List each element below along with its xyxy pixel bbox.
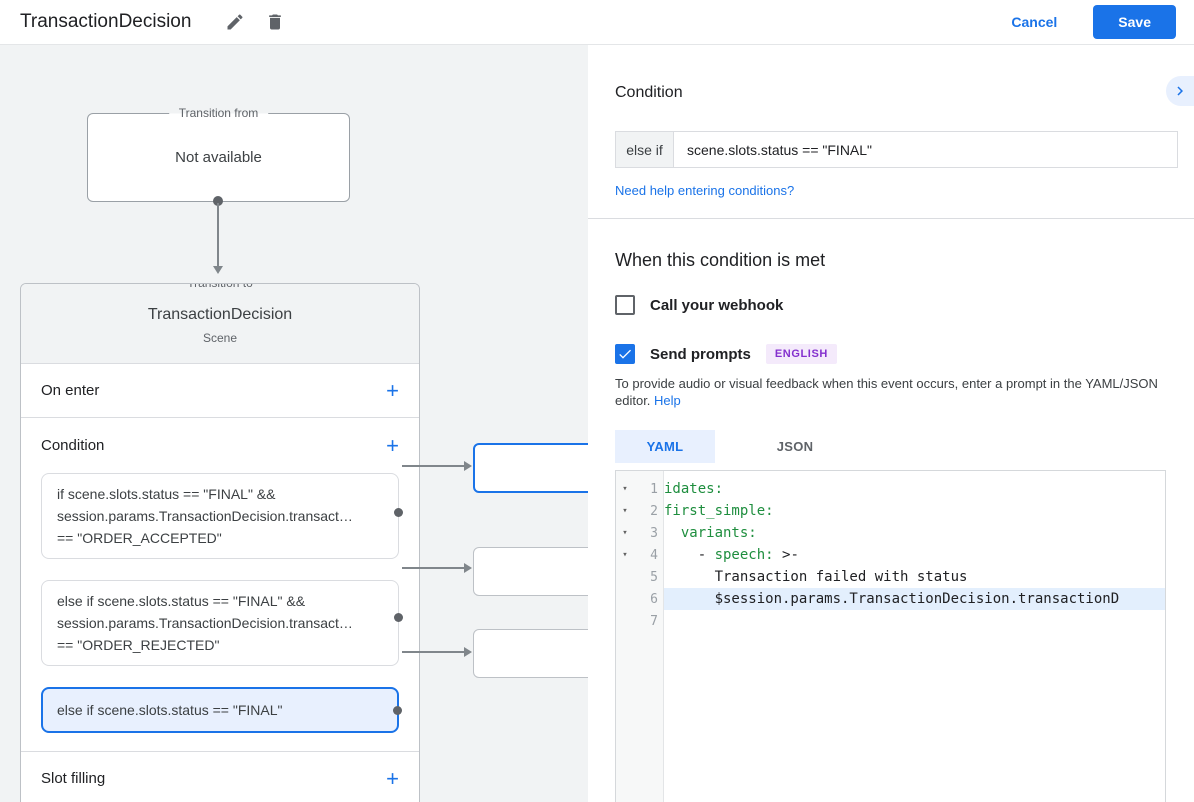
gutter-row: ▾4 <box>616 544 663 566</box>
send-prompts-checkbox[interactable] <box>615 344 635 364</box>
condition-editor-panel: Condition else if scene.slots.status == … <box>588 45 1194 802</box>
handler-node-1[interactable] <box>473 443 588 493</box>
condition-card-rejected[interactable]: else if scene.slots.status == "FINAL" &&… <box>41 580 403 666</box>
fold-arrow-icon[interactable]: ▾ <box>622 550 628 560</box>
code-line: $session.params.TransactionDecision.tran… <box>664 588 1165 610</box>
line-number: 2 <box>650 503 658 519</box>
gutter-row: 7 <box>616 610 663 632</box>
scene-subtitle: Scene <box>202 331 238 345</box>
code-line: variants: <box>680 525 757 541</box>
scene-header: TransactionDecision Scene <box>21 284 419 364</box>
editor-tabs: YAML JSON <box>615 430 845 463</box>
line-number: 6 <box>650 591 658 607</box>
gutter-row: 6 <box>616 588 663 610</box>
add-condition-button[interactable]: + <box>386 432 399 458</box>
slot-filling-label: Slot filling <box>41 770 106 787</box>
line-number: 1 <box>650 481 658 497</box>
condition-card-accepted[interactable]: if scene.slots.status == "FINAL" && sess… <box>41 473 403 559</box>
scene-title: TransactionDecision <box>147 306 293 323</box>
save-button[interactable]: Save <box>1093 5 1176 39</box>
when-condition-heading: When this condition is met <box>615 250 826 270</box>
handler-node-3[interactable] <box>473 629 588 678</box>
transition-to-legend: Transition to <box>177 284 263 292</box>
editor-code-area[interactable]: idates: first_simple: variants: - speech:… <box>664 471 1165 802</box>
condition-arrow-2 <box>402 563 472 573</box>
code-line: Transaction failed with status <box>664 569 968 585</box>
tab-json[interactable]: JSON <box>776 439 814 454</box>
condition-section: Condition + if scene.slots.status == "FI… <box>21 418 419 752</box>
chevron-right-icon <box>1177 86 1183 96</box>
gutter-row: 5 <box>616 566 663 588</box>
on-enter-label: On enter <box>41 382 100 399</box>
feedback-help-text: To provide audio or visual feedback when… <box>615 375 1181 409</box>
connector-dot <box>393 705 402 715</box>
cancel-button[interactable]: Cancel <box>1011 14 1058 30</box>
on-enter-section: On enter + <box>21 364 419 418</box>
code-line: idates: <box>664 481 724 497</box>
panel-heading: Condition <box>615 84 683 101</box>
transition-from-value: Not available <box>175 149 262 166</box>
condition-input[interactable]: scene.slots.status == "FINAL" <box>673 131 1178 168</box>
connector-dot <box>394 508 403 517</box>
condition-card-final-selected[interactable]: else if scene.slots.status == "FINAL" <box>41 687 402 733</box>
gutter-row: ▾2 <box>616 500 663 522</box>
fold-arrow-icon[interactable]: ▾ <box>622 484 628 494</box>
send-prompts-label: Send prompts <box>650 345 751 363</box>
line-number: 3 <box>650 525 658 541</box>
code-line <box>664 610 1165 632</box>
connector-dot <box>394 613 403 622</box>
panel-divider <box>588 218 1194 219</box>
fold-arrow-icon[interactable]: ▾ <box>622 506 628 516</box>
scene-diagram: Transition from Not available Transition… <box>0 45 588 802</box>
condition-arrow-1 <box>402 461 472 471</box>
send-prompts-row: Send prompts ENGLISH <box>615 344 837 364</box>
delete-button[interactable] <box>259 6 291 38</box>
connector-dot <box>213 196 223 206</box>
tab-yaml[interactable]: YAML <box>615 430 715 463</box>
edit-button[interactable] <box>219 6 251 38</box>
conditions-help-link[interactable]: Need help entering conditions? <box>615 183 795 198</box>
help-link[interactable]: Help <box>654 393 681 408</box>
connector-line <box>217 203 219 267</box>
webhook-label: Call your webhook <box>650 296 784 314</box>
transition-to-card: Transition to TransactionDecision Scene … <box>20 283 420 802</box>
condition-section-header: Condition + <box>21 418 419 473</box>
trash-icon <box>269 14 282 30</box>
condition-label: Condition <box>41 437 105 454</box>
gutter-row: ▾1 <box>616 478 663 500</box>
transition-from-legend: Transition from <box>168 105 269 122</box>
line-number: 7 <box>650 613 658 629</box>
add-slot-button[interactable]: + <box>386 765 399 791</box>
handler-node-2[interactable] <box>473 547 588 596</box>
connector-arrowhead <box>212 266 223 274</box>
slot-filling-header: Slot filling + <box>21 752 419 802</box>
transition-from-box: Transition from Not available <box>87 105 350 202</box>
code-line: - speech: >- <box>664 547 799 563</box>
code-line: first_simple: <box>664 503 774 519</box>
add-on-enter-button[interactable]: + <box>386 377 399 403</box>
line-number: 4 <box>650 547 658 563</box>
language-badge: ENGLISH <box>765 344 837 364</box>
condition-input-row: else if scene.slots.status == "FINAL" <box>615 131 1178 168</box>
line-number: 5 <box>650 569 658 585</box>
feedback-text-body: To provide audio or visual feedback when… <box>615 376 1158 408</box>
fold-arrow-icon[interactable]: ▾ <box>622 528 628 538</box>
page-title: TransactionDecision <box>20 11 192 32</box>
condition-arrow-3 <box>402 647 472 657</box>
slot-filling-section: Slot filling + Slot validation <box>21 752 419 802</box>
webhook-row: Call your webhook <box>615 295 783 315</box>
webhook-checkbox[interactable] <box>615 295 635 315</box>
collapse-panel-button[interactable] <box>1166 76 1194 106</box>
pencil-icon <box>227 14 243 30</box>
checkmark-icon <box>619 349 631 359</box>
gutter-row: ▾3 <box>616 522 663 544</box>
condition-prefix: else if <box>615 131 673 168</box>
top-toolbar: TransactionDecision Cancel Save <box>0 0 1194 45</box>
